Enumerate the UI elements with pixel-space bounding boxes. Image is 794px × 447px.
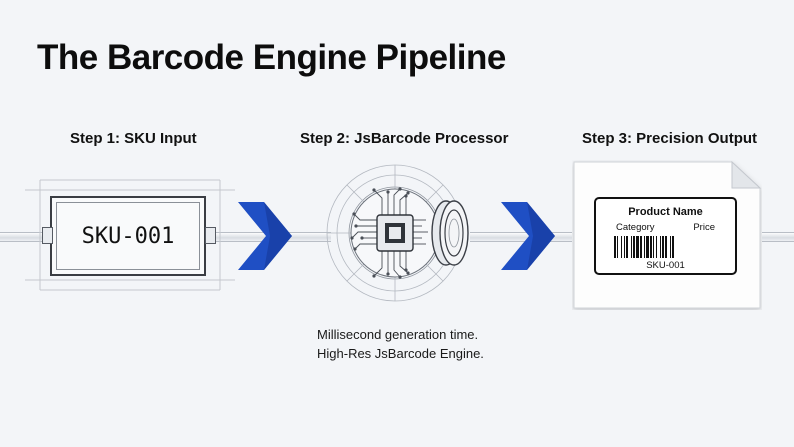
product-name: Product Name [628, 206, 703, 218]
chevron-right-icon [501, 202, 555, 270]
page-title: The Barcode Engine Pipeline [37, 38, 506, 77]
step-1-label: Step 1: SKU Input [70, 130, 197, 147]
product-price: Price [693, 222, 715, 233]
processor-description: Millisecond generation time. High-Res Js… [317, 325, 484, 363]
pipe-processor-to-output [470, 232, 572, 242]
input-connector-left [42, 227, 53, 244]
processor-description-line-1: Millisecond generation time. [317, 327, 479, 342]
product-sku: SKU-001 [646, 260, 685, 271]
pipe-right [762, 232, 794, 242]
step-3-label: Step 3: Precision Output [582, 130, 758, 147]
step-2-label: Step 2: JsBarcode Processor [300, 130, 509, 147]
product-label: Product Name Category Price SKU-001 [594, 197, 737, 275]
pipe-left [0, 232, 50, 242]
product-category: Category [616, 222, 655, 233]
barcode-icon [614, 236, 674, 258]
input-connector-right [205, 227, 216, 244]
sku-input-box: SKU-001 [50, 196, 206, 276]
processor-description-line-2: High-Res JsBarcode Engine. [317, 346, 484, 361]
coin-icon [431, 200, 469, 266]
sku-input-value: SKU-001 [81, 223, 175, 249]
input-frame-lines [25, 179, 235, 291]
chevron-right-icon [238, 202, 292, 270]
cpu-chip-icon [376, 214, 414, 252]
